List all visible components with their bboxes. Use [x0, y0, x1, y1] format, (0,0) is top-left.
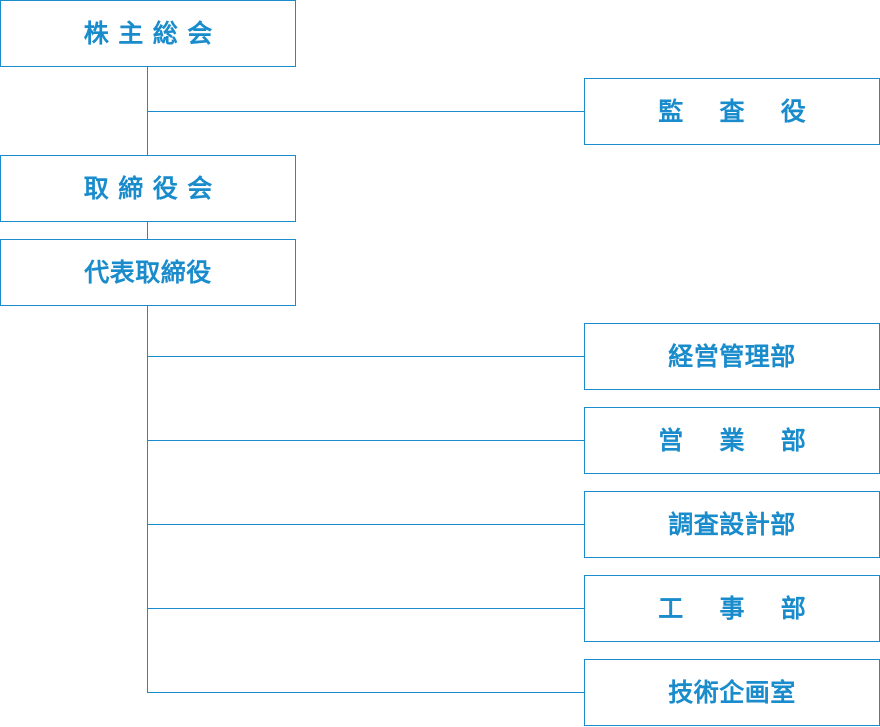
- node-department: 工事部: [584, 575, 880, 642]
- connector-dept-5: [147, 692, 584, 693]
- connector-dept-3: [147, 524, 584, 525]
- node-department: 営業部: [584, 407, 880, 474]
- node-department: 調査設計部: [584, 491, 880, 558]
- node-department: 経営管理部: [584, 323, 880, 390]
- node-label: 代表取締役: [84, 258, 212, 287]
- node-board-of-directors: 取締役会: [0, 155, 296, 222]
- node-label: 工事部: [658, 594, 842, 623]
- node-label: 技術企画室: [668, 678, 796, 707]
- connector-dept-1: [147, 356, 584, 357]
- node-shareholders-meeting: 株主総会: [0, 0, 296, 67]
- node-label: 取締役会: [83, 174, 222, 203]
- node-representative-director: 代表取締役: [0, 239, 296, 306]
- connector-president-trunk: [147, 306, 148, 693]
- connector-board-president: [147, 222, 148, 239]
- node-label: 営業部: [658, 426, 842, 455]
- connector-dept-2: [147, 440, 584, 441]
- connector-auditor: [147, 111, 584, 112]
- node-label: 調査設計部: [668, 510, 796, 539]
- connector-dept-4: [147, 608, 584, 609]
- node-department: 技術企画室: [584, 659, 880, 726]
- node-label: 経営管理部: [668, 342, 796, 371]
- node-auditor: 監査役: [584, 78, 880, 145]
- node-label: 株主総会: [83, 19, 222, 48]
- node-label: 監査役: [658, 97, 842, 126]
